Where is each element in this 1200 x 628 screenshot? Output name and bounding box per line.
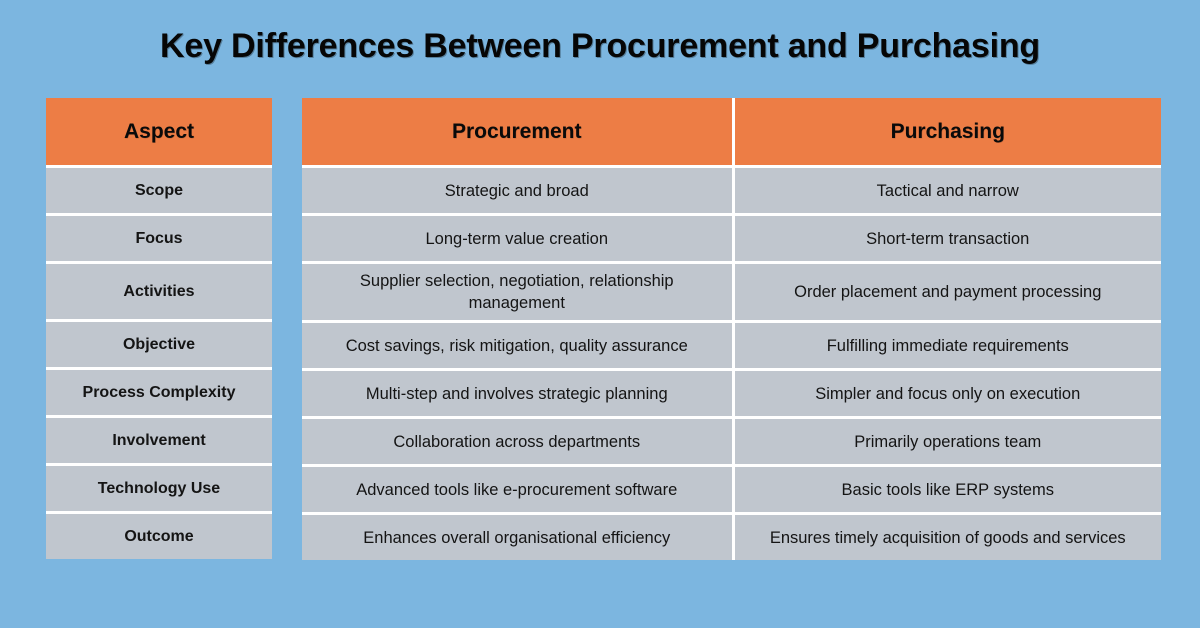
table-row: Scope bbox=[46, 165, 272, 213]
cell-procurement: Supplier selection, negotiation, relatio… bbox=[302, 261, 732, 320]
table-row: Objective bbox=[46, 319, 272, 367]
comparison-columns-table: Procurement Purchasing Strategic and bro… bbox=[302, 98, 1161, 560]
column-header-purchasing: Purchasing bbox=[731, 98, 1161, 165]
cell-purchasing: Fulfilling immediate requirements bbox=[731, 320, 1161, 368]
column-header-aspect: Aspect bbox=[46, 98, 272, 165]
cell-purchasing: Ensures timely acquisition of goods and … bbox=[731, 512, 1161, 560]
cell-aspect: Outcome bbox=[46, 511, 272, 559]
aspect-header-row: Aspect bbox=[46, 98, 272, 165]
cell-procurement: Multi-step and involves strategic planni… bbox=[302, 368, 732, 416]
cell-purchasing: Order placement and payment processing bbox=[731, 261, 1161, 320]
cell-purchasing: Simpler and focus only on execution bbox=[731, 368, 1161, 416]
cell-purchasing: Primarily operations team bbox=[731, 416, 1161, 464]
table-row: Advanced tools like e-procurement softwa… bbox=[302, 464, 1161, 512]
cell-aspect: Activities bbox=[46, 261, 272, 319]
cell-aspect: Scope bbox=[46, 165, 272, 213]
cell-procurement: Advanced tools like e-procurement softwa… bbox=[302, 464, 732, 512]
table-row: Enhances overall organisational efficien… bbox=[302, 512, 1161, 560]
comparison-table: Procurement Purchasing Strategic and bro… bbox=[302, 98, 1161, 560]
page-title: Key Differences Between Procurement and … bbox=[160, 27, 1040, 65]
cell-purchasing: Tactical and narrow bbox=[731, 165, 1161, 213]
table-row: Process Complexity bbox=[46, 367, 272, 415]
table-row: Cost savings, risk mitigation, quality a… bbox=[302, 320, 1161, 368]
cell-aspect: Involvement bbox=[46, 415, 272, 463]
cell-aspect: Process Complexity bbox=[46, 367, 272, 415]
table-row: Supplier selection, negotiation, relatio… bbox=[302, 261, 1161, 320]
cell-procurement: Long-term value creation bbox=[302, 213, 732, 261]
cell-aspect: Objective bbox=[46, 319, 272, 367]
table-row: Activities bbox=[46, 261, 272, 319]
table-row: Involvement bbox=[46, 415, 272, 463]
table-row: Outcome bbox=[46, 511, 272, 559]
column-header-procurement: Procurement bbox=[302, 98, 732, 165]
cell-procurement: Cost savings, risk mitigation, quality a… bbox=[302, 320, 732, 368]
cell-procurement: Strategic and broad bbox=[302, 165, 732, 213]
table-row: Technology Use bbox=[46, 463, 272, 511]
cell-purchasing: Basic tools like ERP systems bbox=[731, 464, 1161, 512]
aspect-table-head: Aspect bbox=[46, 98, 272, 165]
cell-aspect: Focus bbox=[46, 213, 272, 261]
comparison-header-row: Procurement Purchasing bbox=[302, 98, 1161, 165]
table-row: Focus bbox=[46, 213, 272, 261]
cell-aspect: Technology Use bbox=[46, 463, 272, 511]
comparison-table-head: Procurement Purchasing bbox=[302, 98, 1161, 165]
cell-purchasing: Short-term transaction bbox=[731, 213, 1161, 261]
cell-procurement: Collaboration across departments bbox=[302, 416, 732, 464]
cell-procurement: Enhances overall organisational efficien… bbox=[302, 512, 732, 560]
table-row: Multi-step and involves strategic planni… bbox=[302, 368, 1161, 416]
